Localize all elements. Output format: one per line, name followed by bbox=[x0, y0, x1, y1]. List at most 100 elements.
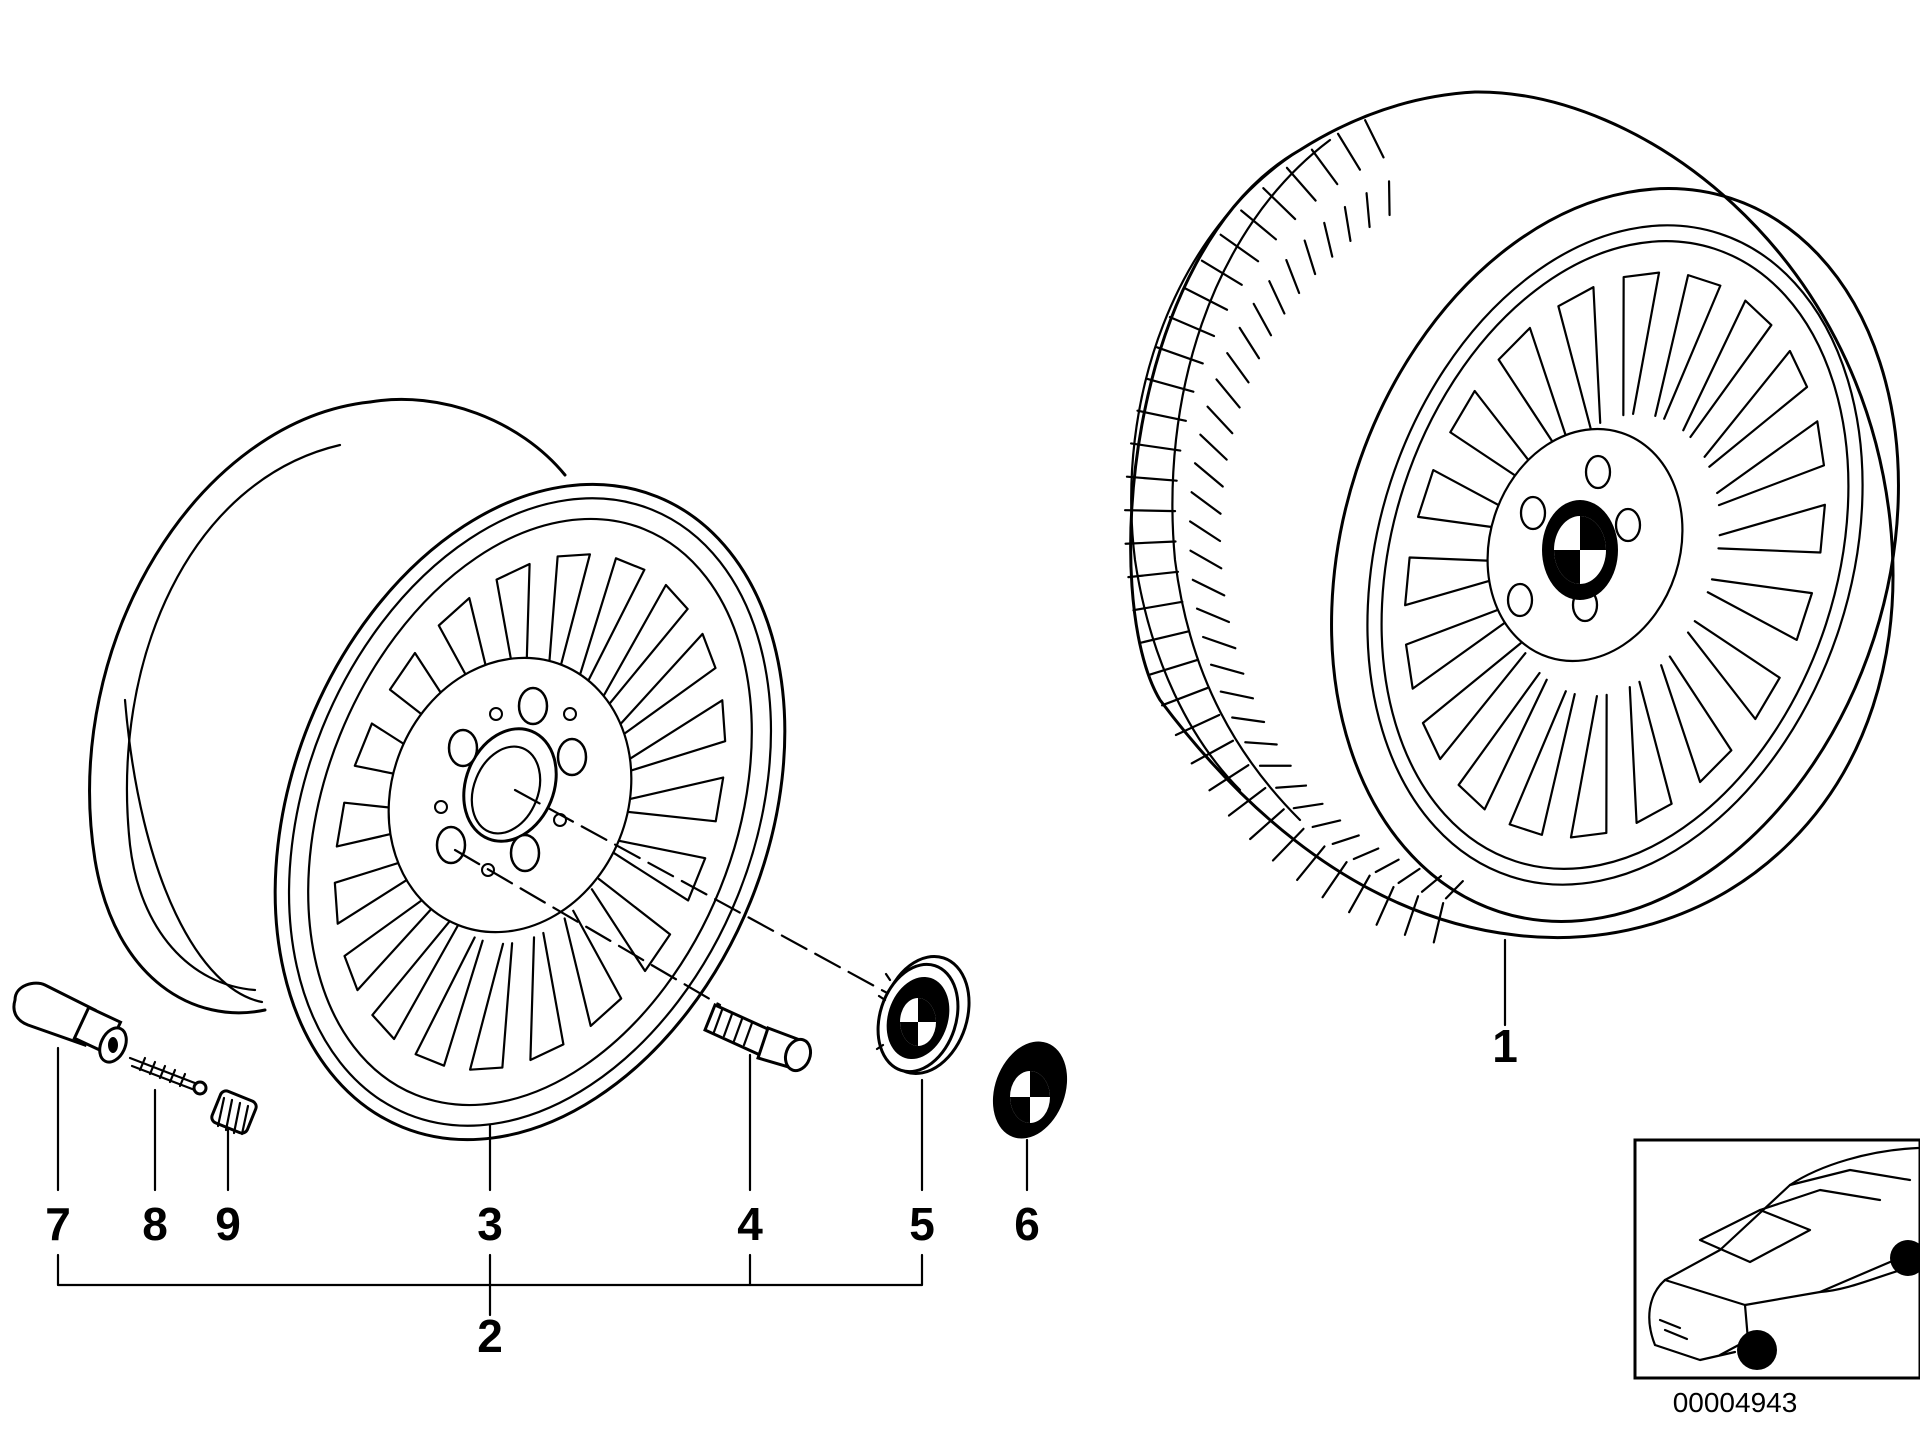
spoke bbox=[1686, 620, 1781, 721]
tread-groove bbox=[1348, 874, 1371, 914]
part-label-5: 5 bbox=[909, 1198, 935, 1250]
spoke bbox=[1706, 578, 1814, 642]
tread-groove bbox=[1149, 659, 1199, 676]
tread-groove bbox=[1387, 180, 1391, 217]
tread-groove bbox=[1123, 509, 1177, 513]
tread-groove bbox=[1244, 741, 1278, 746]
spoke bbox=[1703, 349, 1809, 468]
tread-groove bbox=[1296, 845, 1326, 882]
spoke bbox=[343, 888, 442, 992]
spoke bbox=[529, 931, 565, 1062]
tread-groove bbox=[1168, 316, 1216, 338]
spoke bbox=[590, 877, 672, 973]
tread-groove bbox=[1397, 867, 1421, 885]
assembly-lines bbox=[453, 788, 902, 1007]
tread-groove bbox=[1364, 119, 1385, 159]
spoke bbox=[1457, 671, 1548, 811]
spoke bbox=[618, 632, 717, 736]
spoke bbox=[1622, 271, 1661, 417]
spoke bbox=[576, 557, 646, 688]
spoke bbox=[601, 583, 689, 707]
complete-wheel bbox=[1123, 90, 1900, 944]
spoke bbox=[1449, 389, 1544, 490]
valve-core bbox=[128, 1056, 208, 1096]
spoke bbox=[353, 722, 449, 785]
tread-groove bbox=[1155, 346, 1204, 365]
spoke bbox=[495, 562, 531, 693]
tread-groove bbox=[1209, 663, 1245, 675]
wheel-bolt bbox=[703, 1002, 813, 1073]
tread-groove bbox=[1189, 549, 1223, 570]
spoke bbox=[563, 909, 623, 1028]
spoke bbox=[1497, 326, 1570, 455]
tread-groove bbox=[1310, 148, 1339, 186]
spoke bbox=[1682, 299, 1773, 439]
tread-groove bbox=[1125, 475, 1178, 482]
tread-groove bbox=[1268, 280, 1286, 315]
tread-groove bbox=[1311, 819, 1342, 829]
valve-stem bbox=[12, 981, 128, 1064]
tread-groove bbox=[1183, 287, 1229, 311]
tread-groove bbox=[1195, 607, 1231, 624]
tread-groove bbox=[1201, 635, 1237, 650]
tread-groove bbox=[1331, 834, 1360, 846]
tread-groove bbox=[1285, 166, 1317, 202]
tread-groove bbox=[1208, 764, 1250, 792]
spoke bbox=[1404, 603, 1514, 690]
wheel-center-emblem bbox=[1542, 500, 1618, 600]
tread-groove bbox=[1129, 442, 1182, 452]
spoke bbox=[1508, 690, 1576, 836]
tread-groove bbox=[1160, 686, 1209, 707]
part-label-8: 8 bbox=[142, 1198, 168, 1250]
part-label-4: 4 bbox=[737, 1198, 763, 1250]
spoke bbox=[1421, 642, 1527, 761]
tread-groove bbox=[1227, 786, 1267, 817]
tread-groove bbox=[1271, 827, 1305, 862]
tread-groove bbox=[1190, 739, 1235, 765]
spoke bbox=[1717, 503, 1826, 554]
spoke bbox=[1628, 680, 1673, 824]
tread-groove bbox=[1124, 540, 1177, 545]
tread-groove bbox=[1249, 808, 1285, 841]
wheel-spokes bbox=[1404, 271, 1826, 839]
tread-groove bbox=[1336, 132, 1362, 171]
spoke bbox=[371, 917, 459, 1041]
tread-groove bbox=[1262, 187, 1297, 221]
spoke bbox=[468, 942, 514, 1071]
tread-groove bbox=[1190, 491, 1222, 515]
tread-groove bbox=[1127, 570, 1180, 579]
tread-groove bbox=[1275, 784, 1308, 789]
tread-groove bbox=[1352, 847, 1380, 861]
part-label-2: 2 bbox=[477, 1310, 503, 1362]
tread-groove bbox=[1365, 192, 1371, 229]
tread-groove bbox=[1240, 209, 1278, 241]
spoke bbox=[437, 596, 497, 715]
spoke bbox=[333, 851, 433, 925]
spoke bbox=[1660, 655, 1733, 784]
tread-groove bbox=[1285, 258, 1301, 295]
emblem-badge bbox=[992, 1041, 1068, 1139]
part-label-1: 1 bbox=[1492, 1020, 1518, 1072]
tread-groove bbox=[1145, 377, 1195, 393]
tread-groove bbox=[1226, 352, 1250, 384]
tread-groove bbox=[1199, 433, 1228, 461]
tread-groove bbox=[1206, 405, 1234, 435]
tread-groove bbox=[1374, 858, 1400, 874]
tread-groove bbox=[1323, 221, 1334, 258]
hub-cap bbox=[875, 954, 971, 1076]
front-wheel-marker bbox=[1737, 1330, 1777, 1370]
part-label-6: 6 bbox=[1014, 1198, 1040, 1250]
tread-groove bbox=[1191, 578, 1226, 597]
valve-cap bbox=[210, 1089, 258, 1136]
tread-groove bbox=[1136, 409, 1187, 422]
tread-groove bbox=[1219, 233, 1260, 263]
spoke bbox=[1404, 556, 1513, 607]
tread-groove bbox=[1188, 520, 1222, 543]
tread-groove bbox=[1303, 239, 1317, 276]
spoke bbox=[388, 651, 470, 747]
tread-groove bbox=[1193, 462, 1224, 488]
tread-groove bbox=[1231, 716, 1266, 724]
rim-spokes bbox=[333, 553, 727, 1071]
part-label-3: 3 bbox=[477, 1198, 503, 1250]
